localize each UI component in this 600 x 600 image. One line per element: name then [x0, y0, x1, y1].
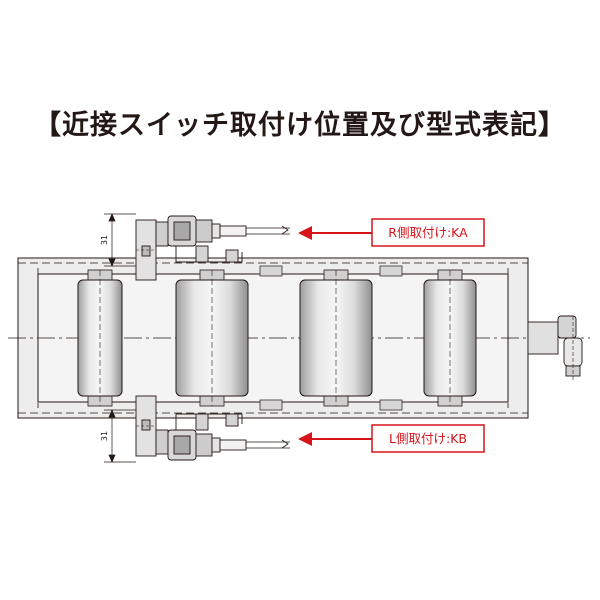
page-title: 【近接スイッチ取付け位置及び型式表記】 [34, 110, 566, 141]
elbow-fitting [527, 315, 583, 380]
frame-blocks [259, 265, 403, 411]
roller-2 [175, 269, 249, 407]
roller-1 [77, 269, 123, 407]
proximity-switch-r [135, 215, 290, 281]
label-r-side: R側取付け:KA [388, 225, 468, 240]
callout-r [298, 218, 485, 247]
dimension-top [104, 213, 136, 267]
arrow-left-icon [298, 226, 312, 240]
dimension-top-value: 31 [100, 235, 109, 245]
label-l-side: L側取付け:KB [389, 431, 467, 446]
callout-l [298, 424, 485, 453]
dimension-bottom-value: 31 [100, 431, 109, 441]
roller-3 [299, 269, 373, 407]
proximity-switch-l [135, 395, 290, 461]
dimension-bottom [104, 409, 136, 463]
roller-4 [423, 269, 477, 407]
arrow-left-icon [298, 432, 312, 446]
